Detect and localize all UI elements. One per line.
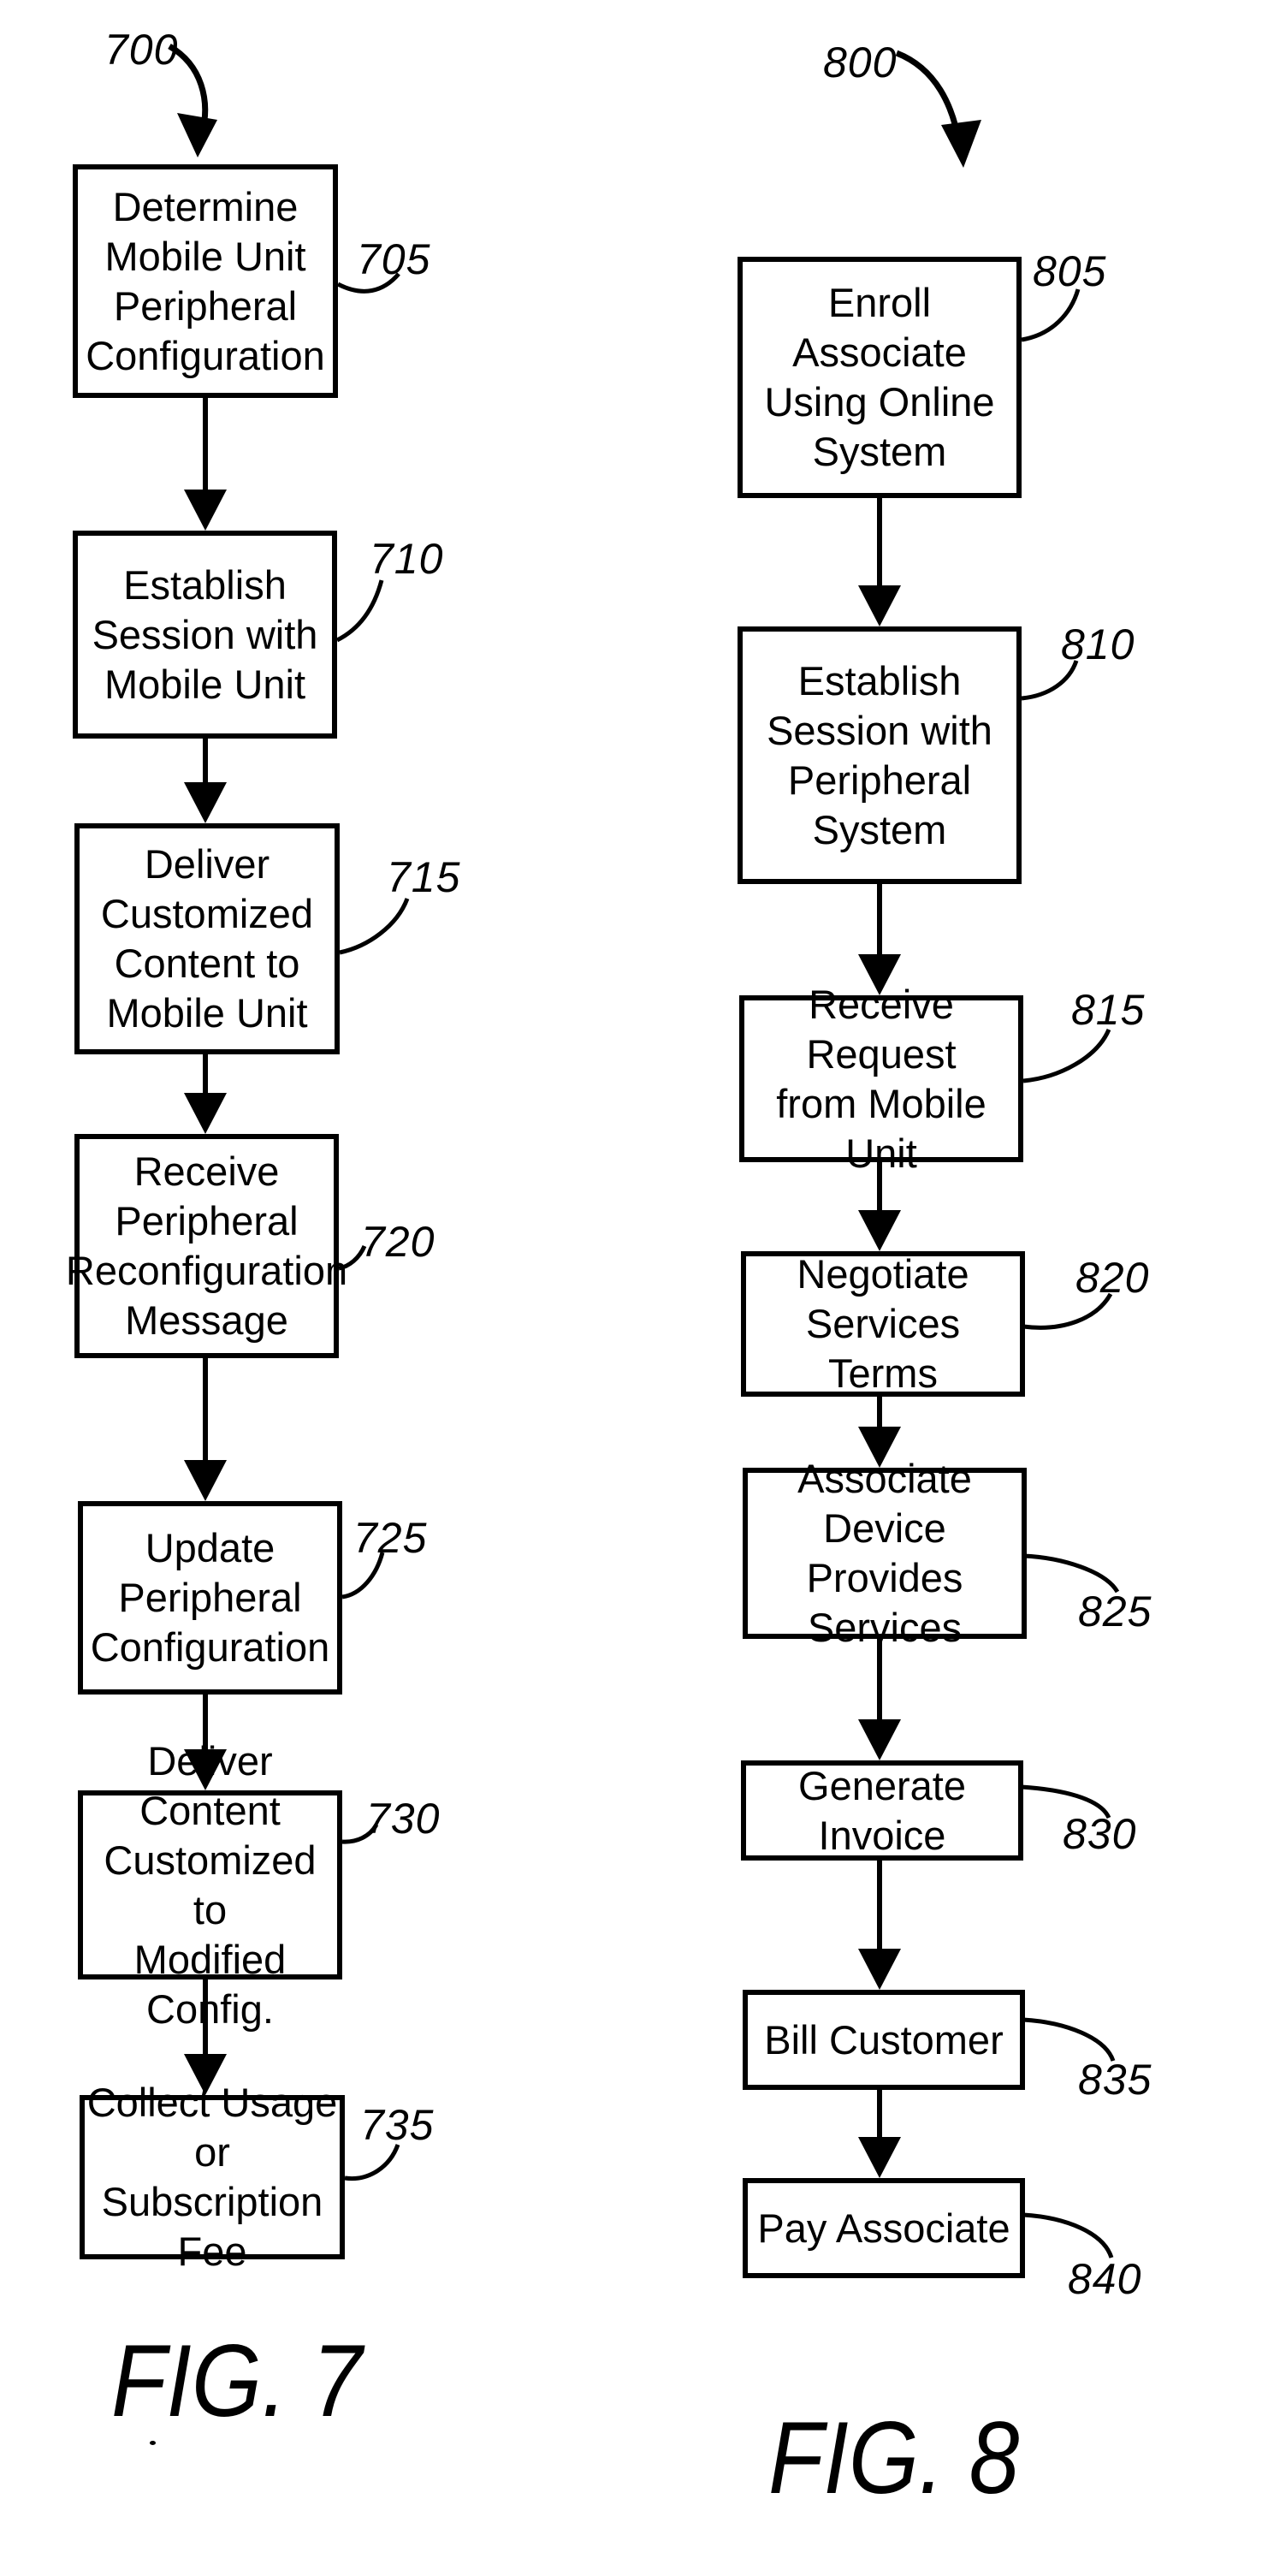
arrow-head: [858, 2137, 901, 2178]
flow-step-730-text: Deliver Content Customized to Modified C…: [104, 1737, 317, 2032]
flow-step-725: Update Peripheral Configuration: [78, 1501, 342, 1695]
arrow-shaft: [203, 1695, 208, 1753]
leader-line-710: [335, 579, 384, 643]
figure-ref-805: 805: [1033, 247, 1107, 295]
figure-ref-710: 710: [370, 535, 444, 583]
figure-ref-840: 840: [1068, 2255, 1142, 2303]
down-arrow: [183, 739, 228, 823]
flow-step-835: Bill Customer: [743, 1990, 1025, 2090]
flow-step-710-text: Establish Session with Mobile Unit: [92, 561, 318, 707]
down-arrow: [183, 1979, 228, 2095]
flow-step-810: Establish Session with Peripheral System: [738, 626, 1022, 884]
flow-step-820: Negotiate Services Terms: [741, 1251, 1025, 1397]
down-arrow: [857, 1397, 902, 1468]
arrow-head: [858, 1427, 901, 1468]
flow-step-815-text: Receive Request from Mobile Unit: [776, 981, 986, 1176]
figure-ref-735: 735: [360, 2101, 435, 2149]
down-arrow: [857, 1861, 902, 1990]
leader-line-825: [1022, 1553, 1120, 1594]
arrow-shaft: [877, 2090, 882, 2140]
ink-speck: [150, 2441, 156, 2445]
arrow-shaft: [203, 1054, 208, 1096]
arrow-shaft: [877, 1397, 882, 1430]
down-arrow: [183, 1695, 228, 1790]
arrow-head: [858, 1949, 901, 1990]
arrow-shaft: [203, 739, 208, 786]
arrow-head: [858, 1210, 901, 1251]
figure-ref-720: 720: [361, 1218, 435, 1266]
flow-step-710: Establish Session with Mobile Unit: [73, 531, 337, 739]
flow-step-825: Associate Device Provides Services: [743, 1456, 1027, 1650]
arrow-head: [858, 954, 901, 995]
leader-line-835: [1022, 2017, 1116, 2062]
down-arrow: [857, 2090, 902, 2178]
flow-step-840-text: Pay Associate: [757, 2205, 1010, 2251]
arrow-head: [184, 1460, 227, 1501]
down-arrow: [183, 398, 228, 531]
flow-step-830: Generate Invoice: [741, 1760, 1023, 1861]
figure-ref-700: 700: [104, 26, 179, 74]
leader-line-715: [339, 898, 410, 955]
leader-line-840: [1022, 2212, 1114, 2258]
flow-step-835-text: Bill Customer: [764, 2016, 1004, 2063]
figure-caption-8: FIG. 8: [768, 2401, 1020, 2515]
arrow-shaft: [877, 498, 882, 589]
flow-step-820-text: Negotiate Services Terms: [797, 1251, 969, 1396]
down-arrow: [183, 1054, 228, 1134]
flow-step-720: Receive Peripheral Reconfiguration Messa…: [66, 1134, 347, 1358]
flow-step-825-text: Associate Device Provides Services: [797, 1456, 972, 1650]
leader-line-805: [1021, 288, 1081, 342]
arrow-head: [858, 1719, 901, 1760]
down-arrow: [857, 1162, 902, 1251]
flow-step-810-text: Establish Session with Peripheral System: [767, 657, 992, 852]
figure-caption-7: FIG. 7: [111, 2324, 363, 2438]
arrow-head: [184, 782, 227, 823]
figure-ref-725: 725: [353, 1514, 428, 1562]
flow-step-705: Determine Mobile Unit Peripheral Configu…: [73, 164, 338, 398]
flow-step-735: Collect Usage or Subscription Fee: [80, 2080, 345, 2274]
figure-ref-825: 825: [1078, 1588, 1152, 1635]
arrow-shaft: [877, 1861, 882, 1952]
figure-ref-830: 830: [1063, 1810, 1137, 1858]
arrow-shaft: [203, 1979, 208, 2057]
down-arrow: [183, 1358, 228, 1501]
leader-line-815: [1022, 1028, 1111, 1083]
arrow-shaft: [203, 1358, 208, 1463]
flow-step-830-text: Generate Invoice: [798, 1762, 966, 1858]
flow-step-730: Deliver Content Customized to Modified C…: [78, 1738, 342, 2032]
arrow-shaft: [877, 884, 882, 958]
figure-ref-815: 815: [1071, 986, 1146, 1034]
flow-step-815: Receive Request from Mobile Unit: [739, 982, 1023, 1176]
arrow-shaft: [203, 398, 208, 493]
down-arrow: [857, 1639, 902, 1760]
flow-step-715-text: Deliver Customized Content to Mobile Uni…: [100, 841, 314, 1036]
arrow-head: [184, 2054, 227, 2095]
flow-step-805: Enroll Associate Using Online System: [738, 257, 1022, 498]
arrow-head: [184, 1749, 227, 1790]
flow-step-715: Deliver Customized Content to Mobile Uni…: [74, 823, 340, 1054]
arrow-shaft: [877, 1639, 882, 1723]
figure-entry-arrow-800: [895, 50, 981, 168]
figure-ref-800: 800: [823, 39, 898, 86]
flow-step-805-text: Enroll Associate Using Online System: [764, 280, 995, 474]
down-arrow: [857, 498, 902, 626]
arrow-head: [184, 1093, 227, 1134]
figure-ref-835: 835: [1078, 2056, 1152, 2104]
leader-line-735: [344, 2144, 400, 2181]
flow-step-735-text: Collect Usage or Subscription Fee: [86, 2080, 338, 2274]
figure-ref-730: 730: [366, 1795, 441, 1843]
arrow-head: [858, 585, 901, 626]
down-arrow: [857, 884, 902, 995]
arrow-head: [184, 490, 227, 531]
figure-ref-715: 715: [387, 853, 461, 901]
figure-ref-810: 810: [1061, 620, 1135, 668]
flow-step-705-text: Determine Mobile Unit Peripheral Configu…: [86, 183, 325, 378]
figure-ref-820: 820: [1075, 1254, 1150, 1302]
arrow-shaft: [877, 1162, 882, 1214]
flow-step-840: Pay Associate: [743, 2178, 1025, 2278]
figure-ref-705: 705: [357, 235, 431, 283]
flow-step-725-text: Update Peripheral Configuration: [90, 1525, 330, 1670]
flow-step-720-text: Receive Peripheral Reconfiguration Messa…: [65, 1149, 348, 1343]
